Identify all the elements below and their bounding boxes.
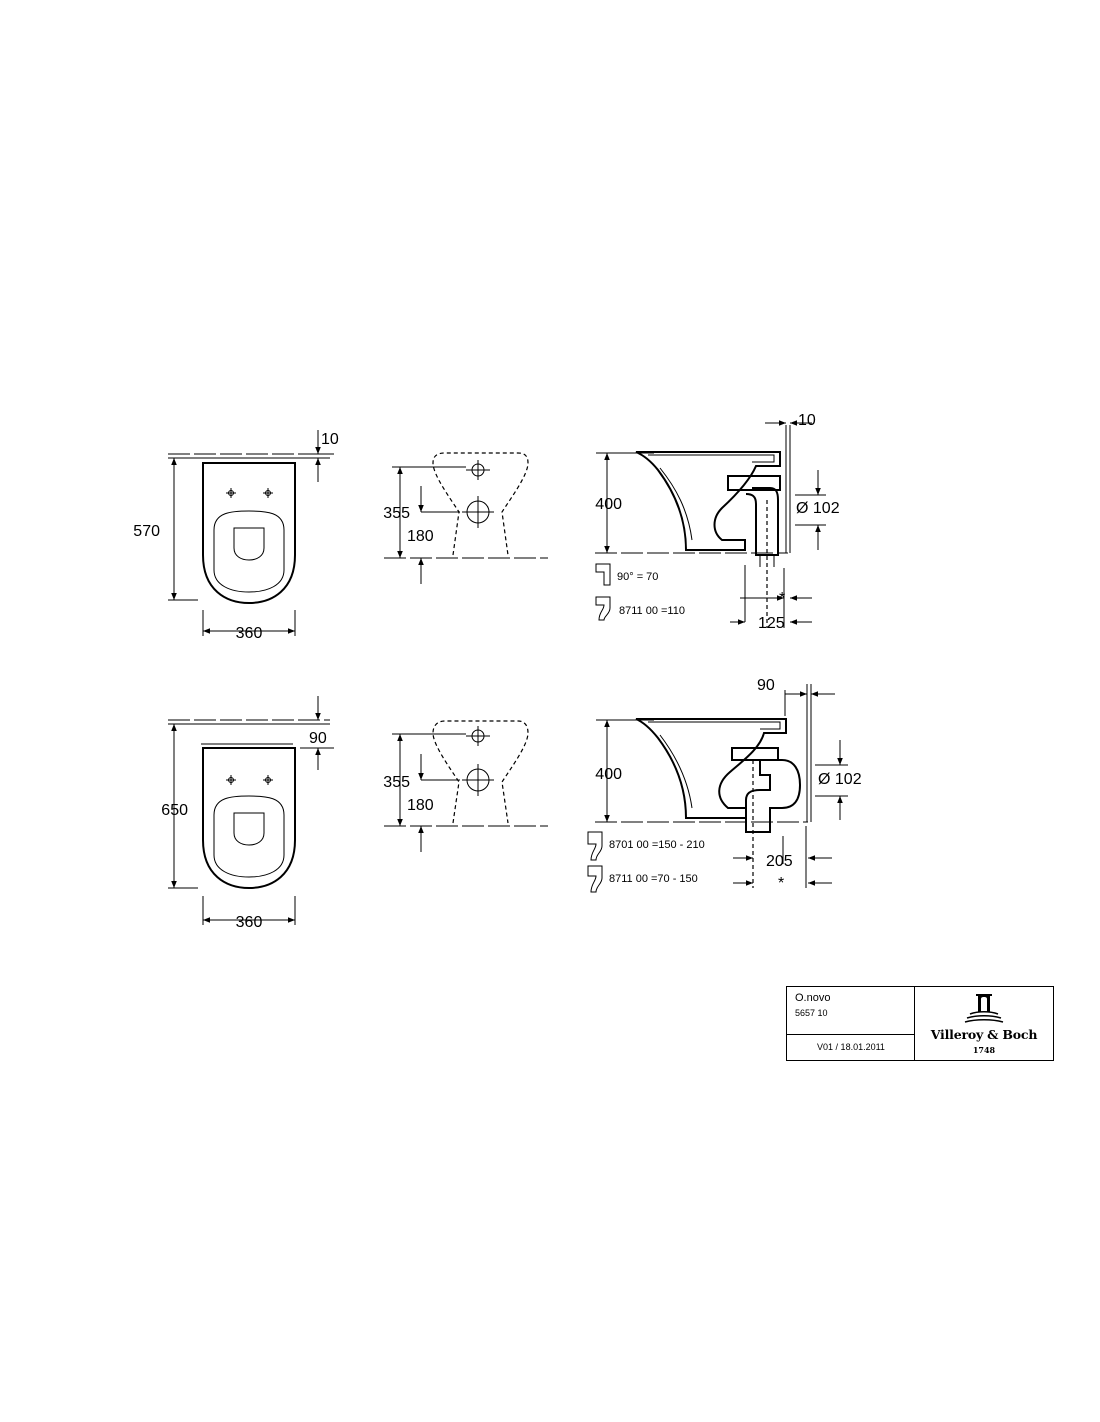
front-inlet-label-2: 180 xyxy=(407,797,434,814)
plan-width-label-1: 360 xyxy=(236,625,263,642)
side-diameter-label-2: Ø 102 xyxy=(818,771,862,788)
side-diameter-label-1: Ø 102 xyxy=(796,500,840,517)
connector-note-1b: 8711 00 =110 xyxy=(619,605,685,617)
side-distance-label-1: 125 xyxy=(758,615,785,632)
side-height-label-2: 400 xyxy=(595,766,622,783)
front-height-label-1: 355 xyxy=(383,505,410,522)
plan-view-2: 90 650 360 xyxy=(161,696,334,931)
title-block: O.novo 5657 10 V01 / 18.01.2011 Villeroy… xyxy=(786,986,1054,1061)
side-gap-label-2: 90 xyxy=(757,677,775,694)
plan-width-label-2: 360 xyxy=(236,914,263,931)
side-gap-label-1: 10 xyxy=(798,412,816,429)
front-view-2: 355 180 xyxy=(383,720,548,852)
product-name: O.novo xyxy=(795,992,831,1004)
fountain-logo-icon xyxy=(964,994,1004,1023)
front-view-1: 355 180 xyxy=(383,452,548,584)
connector-note-2a: 8701 00 =150 - 210 xyxy=(609,839,705,851)
side-star-1: * xyxy=(779,590,785,607)
connector-8711-icon xyxy=(595,596,611,621)
side-view-1: 10 400 Ø 102 125 * 90° = 70 8711 00 =110 xyxy=(595,412,840,632)
connector-90-icon xyxy=(595,563,611,586)
title-block-info: O.novo 5657 10 V01 / 18.01.2011 xyxy=(787,987,915,1060)
connector-8711-icon-2 xyxy=(587,865,603,893)
connector-note-1a: 90° = 70 xyxy=(617,571,658,583)
brand-logo: Villeroy & Boch 1748 xyxy=(916,987,1052,1060)
plan-offset-label-2: 90 xyxy=(309,730,327,747)
plan-depth-label-1: 570 xyxy=(133,523,160,540)
product-code: 5657 10 xyxy=(795,1008,828,1018)
version-date: V01 / 18.01.2011 xyxy=(817,1042,885,1052)
plan-offset-label-1: 10 xyxy=(321,431,339,448)
side-star-2: * xyxy=(778,875,784,892)
front-inlet-label-1: 180 xyxy=(407,528,434,545)
connector-8701-icon xyxy=(587,831,603,861)
side-height-label-1: 400 xyxy=(595,496,622,513)
side-view-2: 90 400 Ø 102 205 * 8701 00 =150 - 210 87… xyxy=(587,677,862,893)
title-block-divider xyxy=(787,1034,915,1035)
plan-depth-label-2: 650 xyxy=(161,802,188,819)
side-distance-label-2: 205 xyxy=(766,853,793,870)
front-height-label-2: 355 xyxy=(383,774,410,791)
plan-view-1: 10 570 360 xyxy=(133,430,339,642)
brand-year: 1748 xyxy=(972,1045,996,1055)
brand-name: Villeroy & Boch xyxy=(930,1027,1038,1042)
connector-note-2b: 8711 00 =70 - 150 xyxy=(609,873,698,885)
